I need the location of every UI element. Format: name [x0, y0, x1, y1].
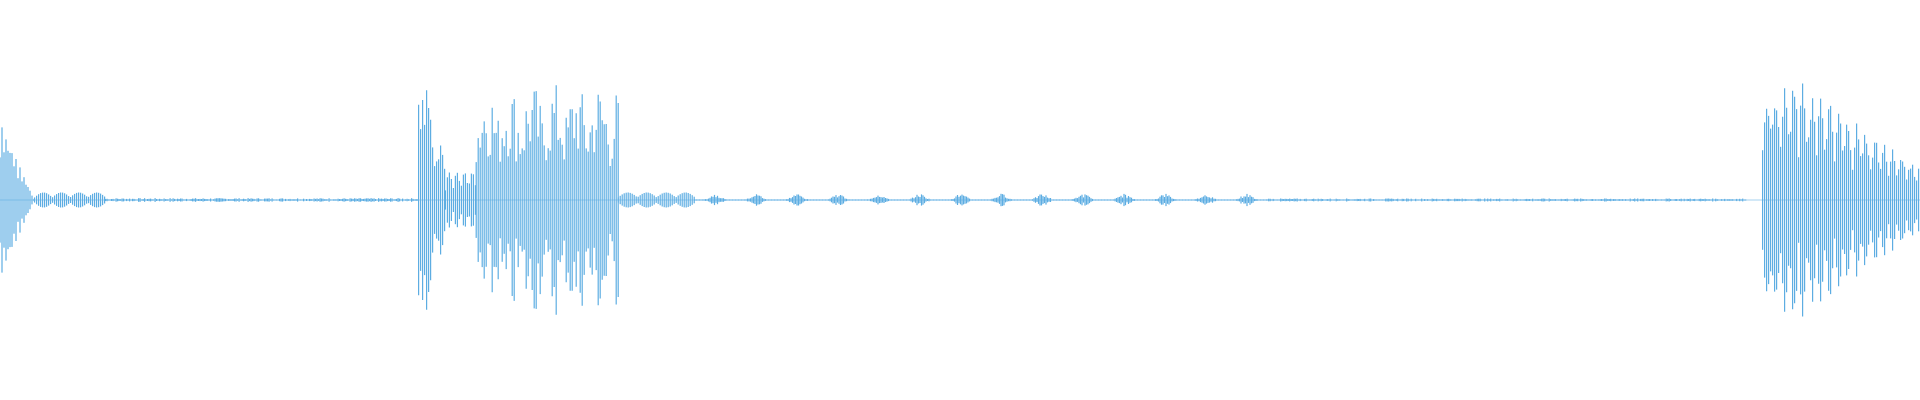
waveform-trace	[0, 83, 1920, 317]
